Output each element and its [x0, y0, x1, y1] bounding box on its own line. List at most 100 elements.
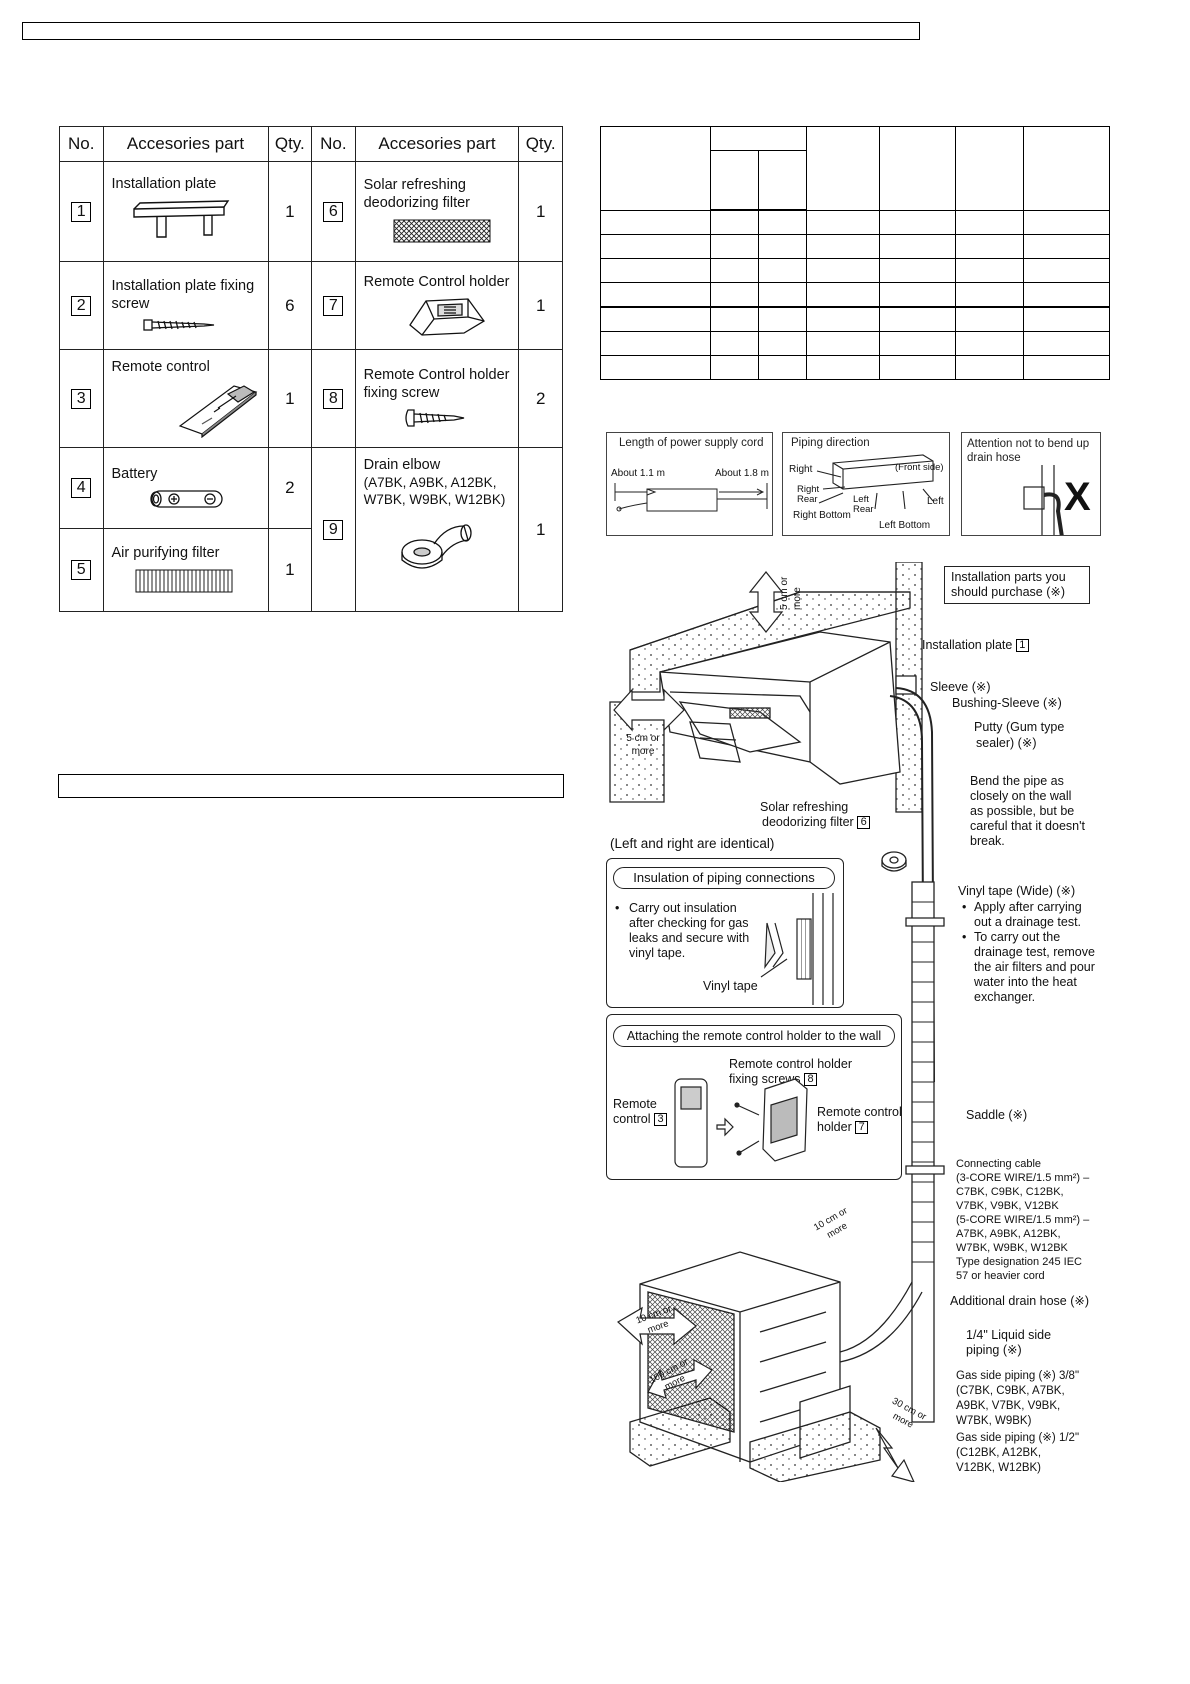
remote-holder-title: Attaching the remote control holder to t…: [613, 1025, 895, 1047]
part-qty: 2: [267, 447, 313, 529]
panel-title: Attention not to bend up drain hose: [967, 438, 1090, 464]
clearance-side: 5 cm or more: [626, 733, 660, 757]
table-row: 2 Installation plate fixing screw 6 7 Re…: [59, 261, 563, 350]
part-name: Installation plate: [111, 176, 217, 192]
remote-control-icon: [172, 380, 262, 443]
table-row: 1 Installation plate 1 6 Solar refreshin…: [59, 161, 563, 262]
part-qty: 1: [267, 349, 313, 448]
gas12-2: (C12BK, A12BK,: [956, 1447, 1042, 1459]
drain-hose-attention-panel: Attention not to bend up drain hose X: [961, 432, 1101, 536]
vinyl-bullet-2d: water into the heat: [974, 975, 1077, 989]
vinyl-bullet-1b: out a drainage test.: [974, 915, 1082, 929]
wrong-mark-icon: X: [1064, 475, 1091, 519]
cable-8: Type designation 245 IEC: [956, 1256, 1082, 1268]
deodorizing-filter-icon: [384, 216, 513, 251]
cable-5: (5-CORE WIRE/1.5 mm²) –: [956, 1214, 1090, 1226]
table-header-row: No. Accesories part Qty. No. Accesories …: [59, 126, 563, 162]
part-name: Battery: [111, 465, 158, 482]
holder-screw-icon: [404, 406, 513, 435]
label-installation-plate: Installation plate 1: [922, 638, 1029, 653]
part-ref: 6: [857, 816, 871, 830]
vinyl-bullet-2c: the air filters and pour: [974, 960, 1095, 974]
table-row: 3 Remote control 1 8 Remote Control hold…: [59, 349, 563, 448]
insulation-line-1: Carry out insulation: [629, 901, 737, 915]
gas12-1: Gas side piping (※) 1/2": [956, 1432, 1080, 1444]
section-bar: [58, 774, 564, 798]
gas38-2: (C7BK, C9BK, A7BK,: [956, 1385, 1065, 1397]
cord-length-left: About 1.1 m: [611, 468, 665, 479]
label-bend-1: Bend the pipe as: [970, 774, 1064, 788]
label-solar-2: deodorizing filter 6: [762, 815, 871, 830]
gas38-4: W7BK, W9BK): [956, 1415, 1032, 1427]
liquid-piping-2: piping (※): [966, 1343, 1022, 1357]
remote-label-2: control 3: [613, 1112, 668, 1127]
part-name: Remote Control holder fixing screw: [363, 367, 510, 401]
gas38-3: A9BK, V7BK, V9BK,: [956, 1400, 1061, 1412]
part-ref: 3: [654, 1113, 668, 1127]
vinyl-wide-label: Vinyl tape (Wide) (※): [958, 884, 1076, 898]
saddle-label: Saddle (※): [966, 1108, 1028, 1122]
cable-9: 57 or heavier cord: [956, 1270, 1045, 1282]
holder-screws-1: Remote control holder: [729, 1057, 852, 1071]
cable-7: W7BK, W9BK, W12BK: [956, 1242, 1068, 1254]
part-ref: 7: [855, 1121, 869, 1135]
part-number: 5: [71, 560, 92, 580]
bullet-icon: •: [962, 930, 967, 944]
cord-length-right: About 1.8 m: [715, 468, 769, 479]
insulation-title: Insulation of piping connections: [613, 867, 835, 889]
cable-3: C7BK, C9BK, C12BK,: [956, 1186, 1064, 1198]
piping-direction-panel: Piping direction Right (Front side) Righ…: [782, 432, 950, 536]
label-putty-1: Putty (Gum type: [974, 720, 1065, 734]
bullet-icon: •: [615, 901, 620, 915]
part-qty: 6: [267, 261, 313, 350]
part-name: Drain elbow: [363, 457, 441, 473]
label-text: control: [613, 1112, 651, 1126]
col-header-no-2: No.: [311, 126, 356, 162]
screw-icon: [142, 317, 262, 338]
remote-holder-icon: [404, 295, 513, 342]
part-number: 8: [323, 388, 344, 409]
gas12-3: V12BK, W12BK): [956, 1462, 1042, 1474]
remote-holder-box: Attaching the remote control holder to t…: [606, 1014, 902, 1180]
piping-direction-drawing: [816, 454, 934, 510]
label-bend-3: as possible, but be: [970, 804, 1075, 818]
label-bend-2: closely on the wall: [970, 789, 1072, 803]
bent-hose-drawing: [1023, 465, 1064, 535]
purchase-note: Installation parts you should purchase (…: [951, 570, 1066, 599]
battery-icon: [142, 487, 262, 516]
cable-1: Connecting cable: [956, 1158, 1042, 1170]
part-number: 3: [71, 388, 92, 409]
label-bushing-sleeve: Bushing-Sleeve (※): [952, 696, 1062, 710]
part-qty: 2: [518, 349, 563, 448]
part-qty: 1: [518, 447, 563, 612]
power-cord-panel: Length of power supply cord About 1.1 m …: [606, 432, 773, 536]
part-name: Installation plate fixing screw: [111, 278, 255, 312]
part-name: Air purifying filter: [111, 544, 220, 561]
holder-label-1: Remote control: [817, 1105, 902, 1119]
label-text: deodorizing filter: [762, 815, 854, 829]
remote-mount-drawing: [674, 1078, 808, 1168]
vinyl-bullet-2e: exchanger.: [974, 990, 1036, 1004]
liquid-piping-1: 1/4" Liquid side: [966, 1328, 1052, 1342]
specification-table: [600, 125, 1110, 381]
insulation-line-3: leaks and secure with: [629, 931, 750, 945]
part-models: (A7BK, A9BK, A12BK, W7BK, W9BK, W12BK): [363, 475, 506, 507]
dir-left: Left: [927, 496, 944, 507]
col-header-no: No.: [59, 126, 104, 162]
vinyl-bullet-1a: Apply after carrying: [974, 900, 1082, 914]
pipe-insulation-drawing: [760, 893, 834, 1005]
installation-plate-icon: [112, 197, 262, 252]
part-qty: 1: [267, 528, 313, 612]
part-qty: 1: [518, 261, 563, 350]
cable-6: A7BK, A9BK, A12BK,: [956, 1228, 1061, 1240]
accessories-table: No. Accesories part Qty. No. Accesories …: [59, 126, 563, 612]
col-header-part: Accesories part: [102, 126, 269, 162]
part-ref: 1: [1015, 639, 1029, 653]
dir-left-bottom: Left Bottom: [879, 520, 931, 531]
label-putty-2: sealer) (※): [976, 736, 1037, 750]
col-header-qty-2: Qty.: [518, 126, 563, 162]
header-bar: [22, 22, 920, 40]
dir-front: (Front side): [895, 462, 944, 473]
part-ref: 8: [804, 1073, 818, 1087]
part-number: 4: [71, 478, 92, 498]
